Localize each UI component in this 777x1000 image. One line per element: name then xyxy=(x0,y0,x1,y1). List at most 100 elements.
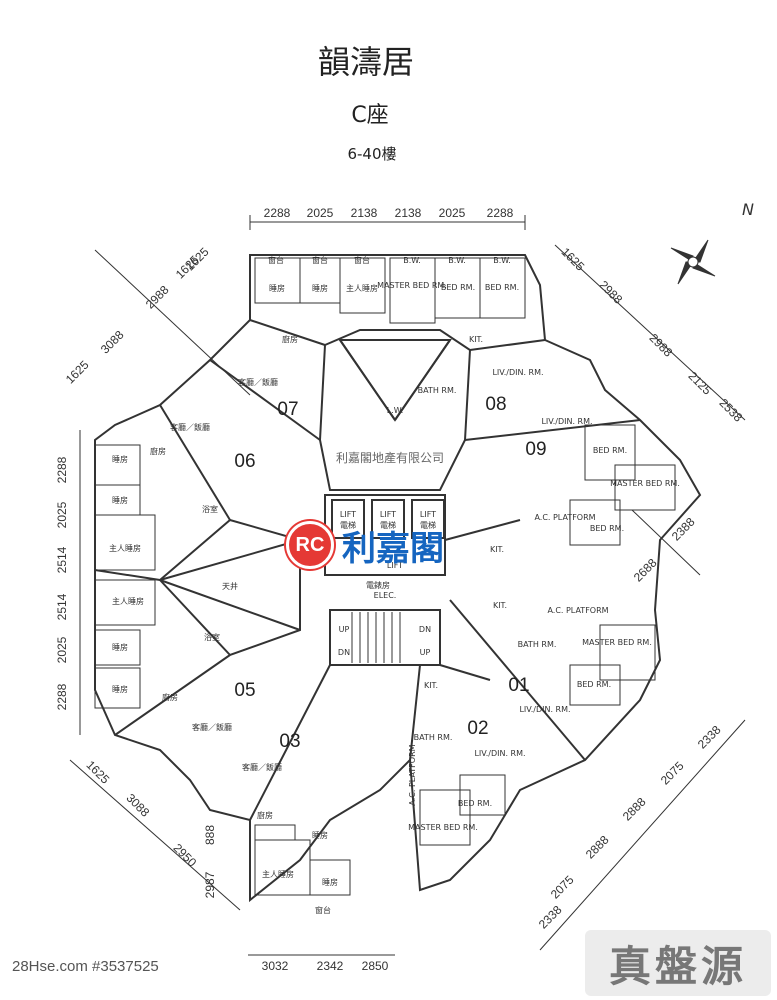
label-liv-din: LIV./DIN. RM. xyxy=(474,749,525,758)
label-kitchen: 廚房 xyxy=(162,692,178,702)
dim-ur-1: 1625 xyxy=(558,245,587,274)
dim-ll-2: 3088 xyxy=(123,791,152,820)
unit-07: 07 xyxy=(277,399,298,420)
dim-lr-4: 2888 xyxy=(620,795,649,824)
label-bed-rm: BED RM. xyxy=(593,446,627,455)
label-bedroom: 睡房 xyxy=(312,830,328,840)
dim-bottom-1: 3032 xyxy=(262,959,289,973)
label-master-bedroom: 主人睡房 xyxy=(346,283,378,293)
dim-ll-5: 2987 xyxy=(203,871,217,898)
label-bedroom: 睡房 xyxy=(269,283,285,293)
dim-left-3: 2514 xyxy=(55,546,69,573)
unit-01: 01 xyxy=(508,675,529,696)
label-liv-din: LIV./DIN. RM. xyxy=(519,705,570,714)
label-meter-room: 電錶房 xyxy=(366,580,390,590)
label-bed-rm: BED RM. xyxy=(485,283,519,292)
label-liv-din: LIV./DIN. RM. xyxy=(492,368,543,377)
label-master-bed-rm: MASTER BED RM. xyxy=(582,638,652,647)
dim-lr-5: 2075 xyxy=(658,759,687,788)
label-bw-cn: 窗台 xyxy=(354,255,370,265)
dim-lr-6: 2338 xyxy=(695,723,724,752)
dim-left-4: 2514 xyxy=(55,593,69,620)
label-bw-cn: 窗台 xyxy=(315,905,331,915)
dim-ul-4: 3088 xyxy=(98,328,127,357)
label-kit: KIT. xyxy=(490,545,504,554)
building-outline xyxy=(94,254,702,903)
estate-name: 韻濤居 xyxy=(318,43,414,81)
label-kitchen: 廚房 xyxy=(282,334,298,344)
agency-watermark-text: 利嘉閣地產有限公司 xyxy=(336,450,444,465)
left-dimensions: 2288 2025 2514 2514 2025 2288 xyxy=(55,456,69,710)
dim-lr-2: 2075 xyxy=(548,873,577,902)
dim-ur-2: 2988 xyxy=(596,278,625,307)
label-kit: KIT. xyxy=(424,681,438,690)
label-bed-rm: BED RM. xyxy=(458,799,492,808)
agency-logo: RC 利嘉閣 xyxy=(286,521,444,569)
dim-ll-3: 2950 xyxy=(170,841,199,870)
label-bath-rm: BATH RM. xyxy=(418,386,457,395)
lower-right-dimensions: 2338 2075 2888 2888 2075 2338 xyxy=(536,723,724,932)
label-bathroom: 浴室 xyxy=(204,632,220,642)
dim-top-6: 2288 xyxy=(487,206,514,220)
label-kitchen: 廚房 xyxy=(150,446,166,456)
label-ac-platform: A.C. PLATFORM xyxy=(547,606,608,615)
label-bathroom: 浴室 xyxy=(202,504,218,514)
dim-left-5: 2025 xyxy=(55,636,69,663)
dim-ul-2: 2988 xyxy=(143,283,172,312)
dim-ur-4: 2125 xyxy=(685,369,714,398)
top-dimensions: 2288 2025 2138 2138 2025 2288 xyxy=(264,206,514,220)
label-dn: DN xyxy=(419,625,431,634)
dim-bottom-3: 2850 xyxy=(362,959,389,973)
unit-03: 03 xyxy=(279,731,300,752)
dim-left-1: 2288 xyxy=(55,456,69,483)
source-badge: 真盤源 xyxy=(585,930,771,996)
unit-02: 02 xyxy=(467,718,488,739)
label-kit: KIT. xyxy=(469,335,483,344)
label-master-bed-rm: MASTER BED RM. xyxy=(408,823,478,832)
north-label: N xyxy=(742,200,754,219)
label-up: UP xyxy=(339,625,350,634)
dim-lr-3: 2888 xyxy=(583,833,612,862)
agency-logo-mark: RC xyxy=(286,521,334,569)
label-bed-rm: BED RM. xyxy=(441,283,475,292)
label-living-dining: 客廳／飯廳 xyxy=(242,762,282,772)
dim-ll-4: 888 xyxy=(203,825,217,845)
dim-left-2: 2025 xyxy=(55,501,69,528)
label-lift: LIFT xyxy=(420,510,436,519)
label-lw: L.W. xyxy=(387,406,404,415)
label-bed-rm: BED RM. xyxy=(590,524,624,533)
upper-left-dimensions: 1625 2988 1625 3088 1625 xyxy=(63,245,212,387)
label-liv-din: LIV./DIN. RM. xyxy=(541,417,592,426)
dim-rm-2: 2388 xyxy=(669,515,698,544)
label-master-bed-rm: MASTER BED RM. xyxy=(377,281,447,290)
compass-icon: N xyxy=(670,200,754,285)
label-living-dining: 客廳／飯廳 xyxy=(238,377,278,387)
label-kit: KIT. xyxy=(493,601,507,610)
dim-top-2: 2025 xyxy=(307,206,334,220)
label-lift-cn: 電梯 xyxy=(380,520,396,530)
agency-logo-name: 利嘉閣 xyxy=(342,528,444,569)
label-bath-rm: BATH RM. xyxy=(414,733,453,742)
label-bedroom: 睡房 xyxy=(112,642,128,652)
label-bedroom: 睡房 xyxy=(112,454,128,464)
label-bw: B.W. xyxy=(493,256,511,265)
dim-ur-3: 2988 xyxy=(646,331,675,360)
unit-08: 08 xyxy=(485,394,506,415)
label-bedroom: 睡房 xyxy=(322,877,338,887)
dim-rm-1: 2688 xyxy=(631,556,660,585)
lower-left-dimensions: 1625 3088 2950 888 2987 xyxy=(83,758,217,899)
label-ac-platform: A.C. PLATFORM xyxy=(534,513,595,522)
dim-top-5: 2025 xyxy=(439,206,466,220)
label-bath-rm: BATH RM. xyxy=(518,640,557,649)
label-ac-platform: A.C. PLATFORM xyxy=(408,744,417,805)
label-kitchen: 廚房 xyxy=(257,810,273,820)
label-bw-cn: 窗台 xyxy=(268,255,284,265)
label-lift-cn: 電梯 xyxy=(340,520,356,530)
label-dn: DN xyxy=(338,648,350,657)
label-bw: B.W. xyxy=(448,256,466,265)
unit-05: 05 xyxy=(234,680,255,701)
dim-ur-5: 2538 xyxy=(716,396,745,425)
label-bw-cn: 窗台 xyxy=(312,255,328,265)
label-lift: LIFT xyxy=(340,510,356,519)
